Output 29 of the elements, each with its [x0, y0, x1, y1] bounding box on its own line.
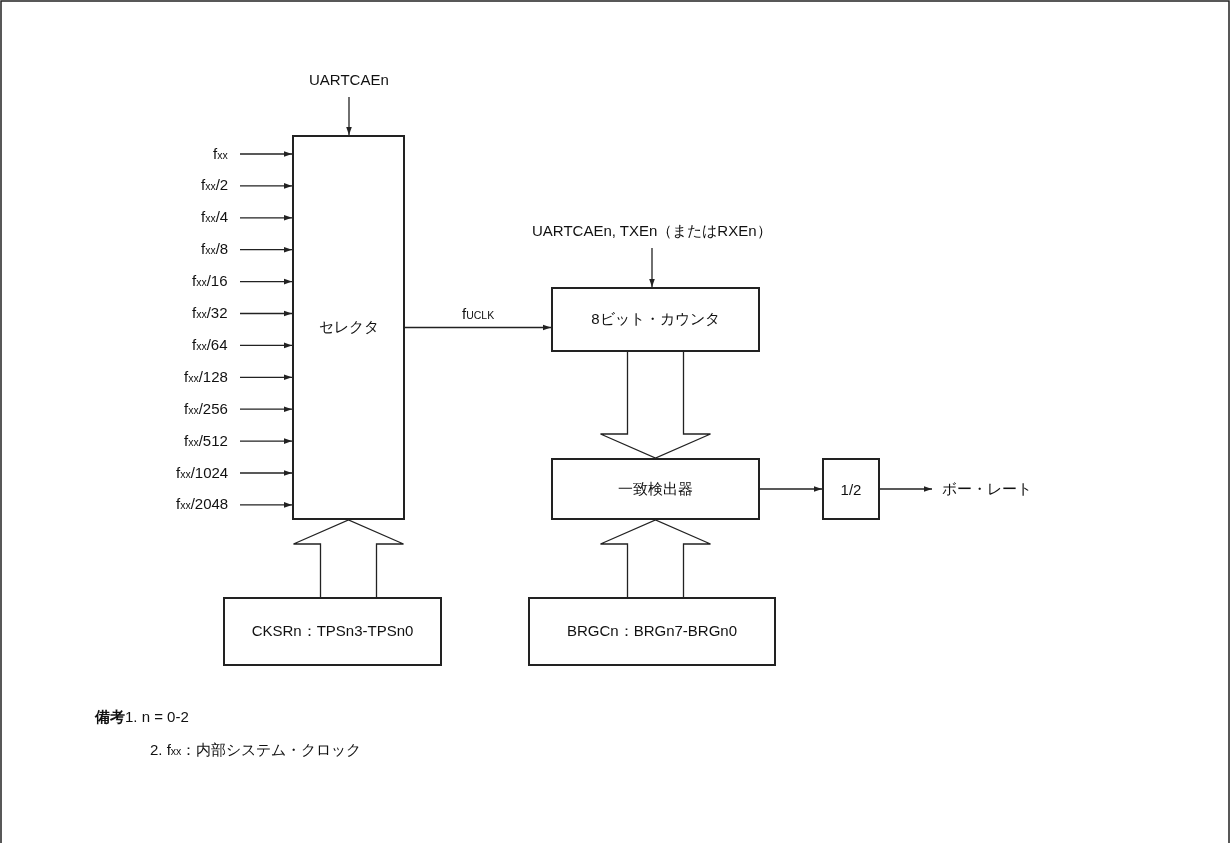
bus-arrow	[599, 351, 712, 459]
arrow	[239, 278, 293, 285]
arrow	[879, 486, 933, 492]
arrow	[239, 502, 293, 508]
signal-label: UARTCAEn	[309, 71, 389, 89]
arrow	[239, 406, 293, 412]
register-box: BRGCn：BRGn7-BRGn0	[528, 597, 776, 666]
register-box: CKSRn：TPSn3-TPSn0	[223, 597, 442, 666]
arrow	[239, 310, 293, 317]
arrow	[239, 342, 293, 349]
arrow	[649, 247, 655, 288]
note-text: 備考1. n = 0-2	[95, 708, 189, 726]
arrow	[404, 324, 552, 331]
arrow	[239, 470, 293, 476]
arrow	[239, 246, 293, 253]
arrow	[239, 215, 293, 221]
arrow	[759, 486, 823, 492]
detector-box: 一致検出器	[551, 458, 760, 520]
counter-box: 8ビット・カウンタ	[551, 287, 760, 352]
selector-box: セレクタ	[292, 135, 405, 520]
arrow	[239, 438, 293, 444]
bus-arrow	[292, 519, 405, 598]
arrow	[239, 374, 293, 381]
signal-label: UARTCAEn, TXEn（またはRXEn）	[532, 222, 772, 240]
signal-label: ボー・レート	[942, 480, 1032, 498]
arrow	[239, 183, 293, 189]
arrow	[346, 96, 352, 136]
arrow	[239, 151, 293, 157]
bus-arrow	[599, 519, 712, 598]
